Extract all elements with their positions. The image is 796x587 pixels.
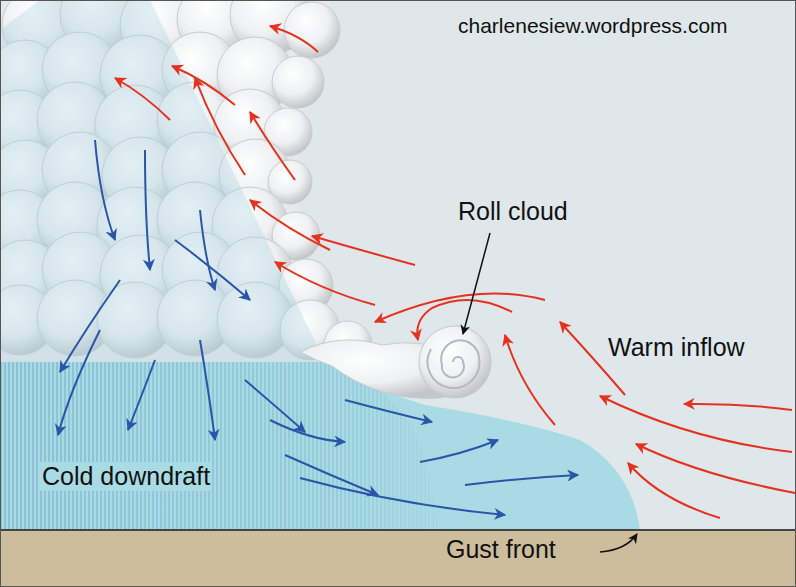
ground bbox=[0, 530, 796, 587]
roll-cloud bbox=[419, 326, 491, 398]
storm-cloud bbox=[0, 0, 372, 362]
leader-line bbox=[463, 233, 490, 334]
callout-label: Gust front bbox=[444, 535, 558, 564]
callout-label: Roll cloud bbox=[456, 197, 570, 226]
ground-line bbox=[0, 529, 796, 531]
leader-line bbox=[600, 534, 637, 552]
rain-shaft bbox=[0, 0, 325, 362]
warm-air-arrows bbox=[115, 26, 795, 518]
cold-air-region bbox=[0, 358, 640, 530]
watermark: charlenesiew.wordpress.com bbox=[456, 14, 730, 38]
cold-air-arrows bbox=[58, 140, 578, 515]
roll-swirl bbox=[427, 340, 479, 388]
region-label: Cold downdraft bbox=[40, 462, 212, 491]
region-label: Warm inflow bbox=[606, 333, 747, 362]
